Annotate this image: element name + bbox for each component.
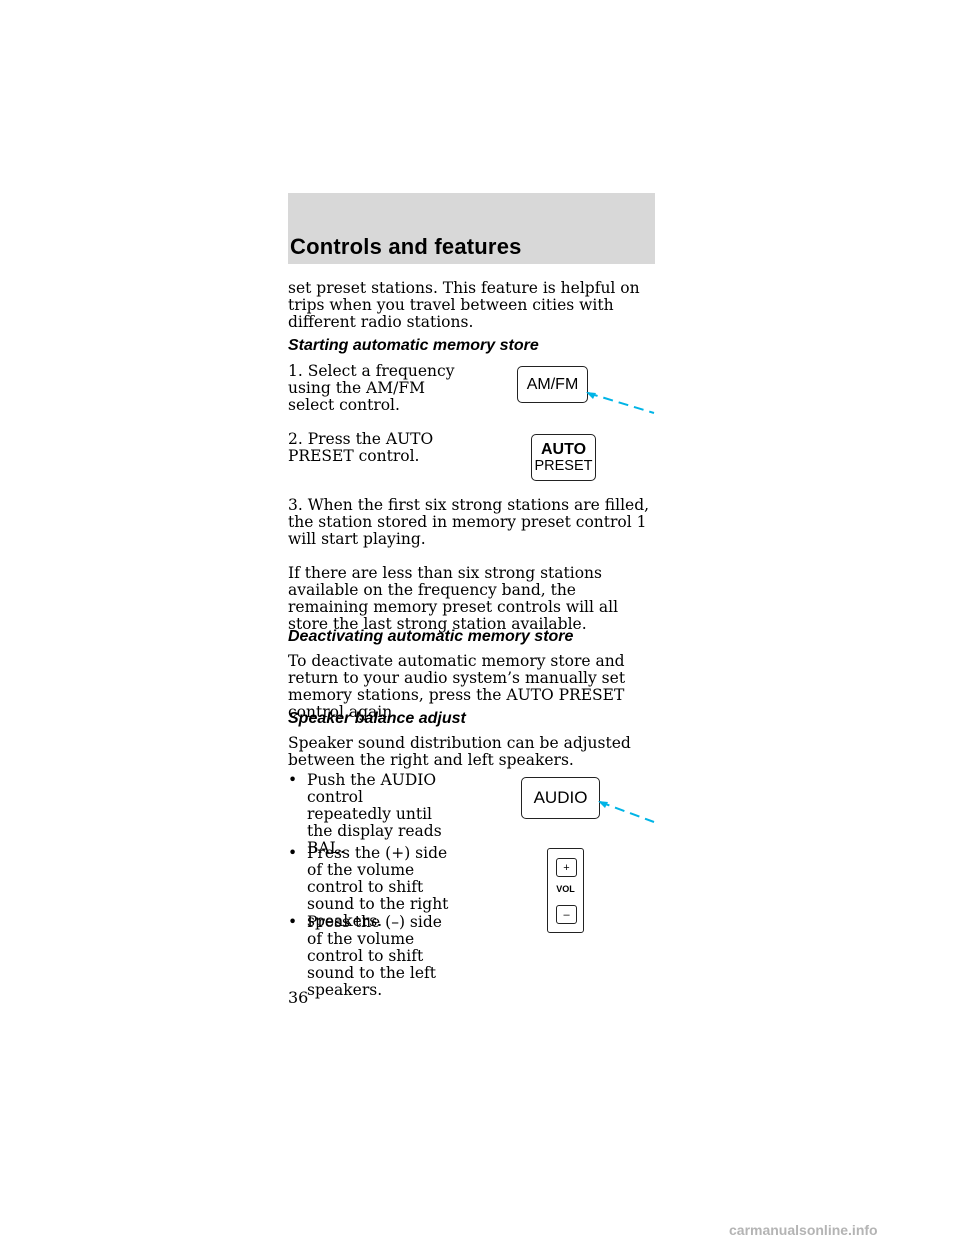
- section-heading-speaker-balance: Speaker balance adjust: [288, 710, 466, 727]
- volume-control: + VOL –: [547, 848, 584, 933]
- header-band: [288, 193, 655, 264]
- bullet-volume-plus-text: Press the (+) side of the volume control…: [307, 844, 449, 930]
- amfm-pointer-arrow-icon: [586, 392, 655, 414]
- volume-label: VOL: [556, 884, 575, 894]
- auto-label: AUTO: [540, 440, 587, 458]
- bullet-volume-minus-text: Press the (–) side of the volume control…: [307, 913, 442, 999]
- audio-button-label: AUDIO: [533, 788, 588, 807]
- speaker-paragraph: Speaker sound distribution can be adjust…: [288, 734, 631, 769]
- intro-paragraph: set preset stations. This feature is hel…: [288, 279, 640, 331]
- page-number: 36: [288, 988, 309, 1007]
- bullet-dot: •: [288, 771, 298, 789]
- amfm-button-label: AM/FM: [526, 375, 579, 393]
- amfm-button[interactable]: AM/FM: [517, 366, 588, 403]
- deactivate-paragraph: To deactivate automatic memory store and…: [288, 652, 626, 721]
- step-2-text: 2. Press the AUTO PRESET control.: [288, 430, 434, 465]
- section-heading-deactivating: Deactivating automatic memory store: [288, 628, 574, 645]
- audio-pointer-arrow-icon: [598, 801, 655, 823]
- bullet-dot: •: [288, 844, 298, 862]
- volume-minus-label: –: [563, 908, 570, 921]
- footer-watermark: carmanualsonline.info: [729, 1222, 878, 1238]
- step-3-text: 3. When the first six strong stations ar…: [288, 496, 650, 548]
- bullet-audio-text: Push the AUDIO control repeatedly until …: [307, 771, 442, 857]
- volume-up-button[interactable]: +: [556, 858, 577, 877]
- bullet-dot: •: [288, 913, 298, 931]
- preset-label: PRESET: [534, 457, 593, 474]
- auto-preset-button[interactable]: AUTO PRESET: [531, 434, 596, 481]
- step-1-text: 1. Select a frequency using the AM/FM se…: [288, 362, 455, 414]
- audio-button[interactable]: AUDIO: [521, 777, 600, 819]
- volume-down-button[interactable]: –: [556, 905, 577, 924]
- volume-plus-label: +: [563, 861, 570, 874]
- section-heading-starting-memory: Starting automatic memory store: [288, 337, 539, 354]
- note-paragraph: If there are less than six strong statio…: [288, 564, 619, 633]
- page-title: Controls and features: [290, 234, 522, 259]
